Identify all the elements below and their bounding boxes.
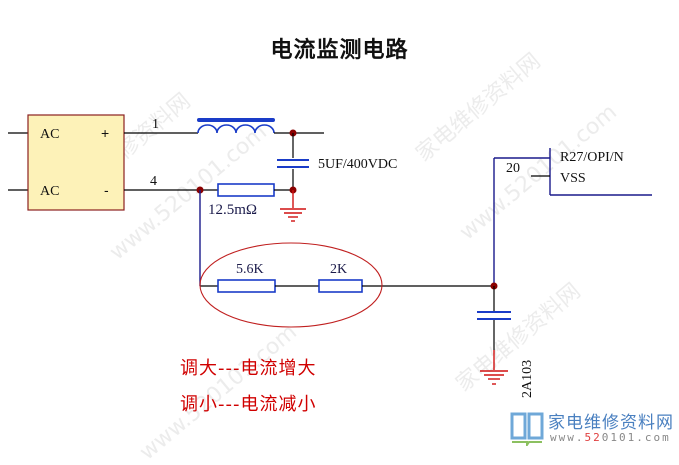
- shunt-resistor-body: [217, 183, 275, 197]
- ac-source-block: AC AC + -: [8, 114, 125, 211]
- adjust-resistor-network: 5.6K 2K: [199, 242, 494, 328]
- note-increase: 调大---电流增大: [180, 358, 317, 379]
- inductor-coil: [197, 124, 275, 134]
- pin4-label: 4: [150, 174, 157, 189]
- ground-symbol: [280, 190, 306, 222]
- note-decrease: 调小---电流减小: [180, 394, 317, 415]
- logo-url-prefix: www.: [550, 431, 585, 444]
- ac-label-bottom: AC: [40, 184, 59, 199]
- pin-minus-label: -: [104, 182, 109, 198]
- capacitor-main: 5UF/400VDC: [277, 133, 397, 190]
- ic-connection: 20 R27/OPI/N VSS: [490, 148, 652, 290]
- positive-rail: 1: [124, 117, 324, 137]
- cap-filter-label: 2A103: [520, 360, 535, 398]
- resistor-5-6k-body: [217, 279, 276, 293]
- resistor-5-6k-label: 5.6K: [236, 262, 264, 277]
- highlight-ellipse: [199, 242, 383, 328]
- cap-main-label: 5UF/400VDC: [318, 157, 397, 172]
- pin-plus-label: +: [101, 125, 109, 141]
- logo-url-highlight: 52: [584, 431, 602, 444]
- circuit-schematic: AC AC + - 1 5UF/400VDC 4 12.5mΩ: [8, 114, 652, 398]
- diagram-title: 电流监测电路: [270, 38, 409, 63]
- ic-signal-vss: VSS: [560, 171, 586, 186]
- negative-rail: 4 12.5mΩ: [124, 174, 297, 218]
- ic-signal-r27: R27/OPI/N: [560, 150, 624, 165]
- resistor-2k-body: [318, 279, 363, 293]
- ac-label-top: AC: [40, 127, 59, 142]
- logo-name: 家电维修资料网: [548, 413, 674, 433]
- inductor: [197, 118, 275, 134]
- logo-url-suffix: 0101.com: [601, 431, 671, 444]
- ic-pin-number: 20: [506, 161, 520, 176]
- resistor-2k-label: 2K: [330, 262, 347, 277]
- shunt-label: 12.5mΩ: [208, 202, 257, 218]
- site-logo: 家电维修资料网 www.520101.com: [510, 408, 675, 448]
- ac-block-body: [27, 114, 125, 211]
- pin1-label: 1: [152, 117, 159, 132]
- book-icon: [510, 412, 544, 446]
- capacitor-filter: 2A103: [477, 286, 535, 398]
- logo-url: www.520101.com: [550, 431, 671, 444]
